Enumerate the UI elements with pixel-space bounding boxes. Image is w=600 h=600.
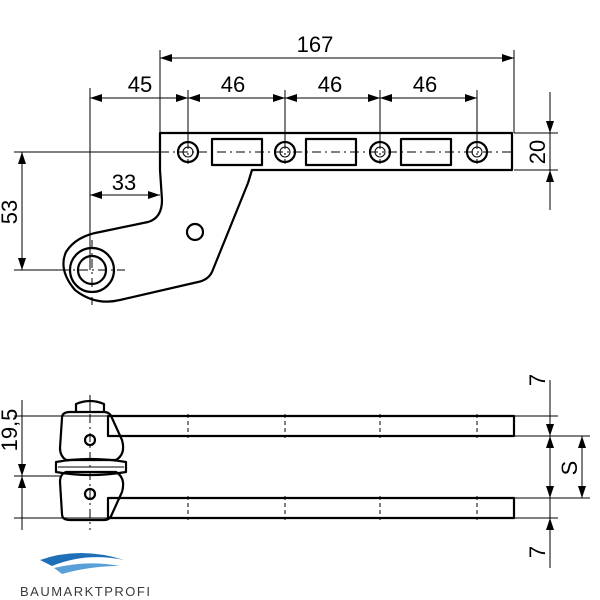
- label-46-a: 46: [221, 72, 245, 97]
- label-7-top: 7: [525, 374, 550, 386]
- hinge-plate-outline: [62, 131, 514, 303]
- side-view: [54, 395, 516, 530]
- side-view-dimensions: [14, 380, 590, 568]
- top-view-dimensions: [14, 50, 558, 271]
- lower-plate: [106, 496, 516, 520]
- lower-knuckle: [58, 470, 125, 522]
- label-46-b: 46: [318, 72, 342, 97]
- label-46-c: 46: [413, 72, 437, 97]
- label-33: 33: [112, 170, 136, 195]
- label-167: 167: [297, 32, 334, 57]
- label-19-5: 19,5: [0, 409, 22, 452]
- upper-knuckle: [58, 410, 125, 462]
- brand-name: BAUMARKTPROFI: [20, 584, 151, 599]
- label-7-bottom: 7: [525, 546, 550, 558]
- label-53: 53: [0, 200, 22, 224]
- upper-plate: [106, 414, 516, 438]
- brand-logo: BAUMARKTPROFI: [20, 553, 151, 599]
- middle-washer: [54, 457, 128, 477]
- logo-swoosh-icon: [40, 553, 124, 566]
- pin-hole: [185, 222, 205, 242]
- top-view: [60, 131, 515, 305]
- label-45: 45: [128, 72, 152, 97]
- label-s: S: [557, 461, 582, 476]
- label-20: 20: [525, 140, 550, 164]
